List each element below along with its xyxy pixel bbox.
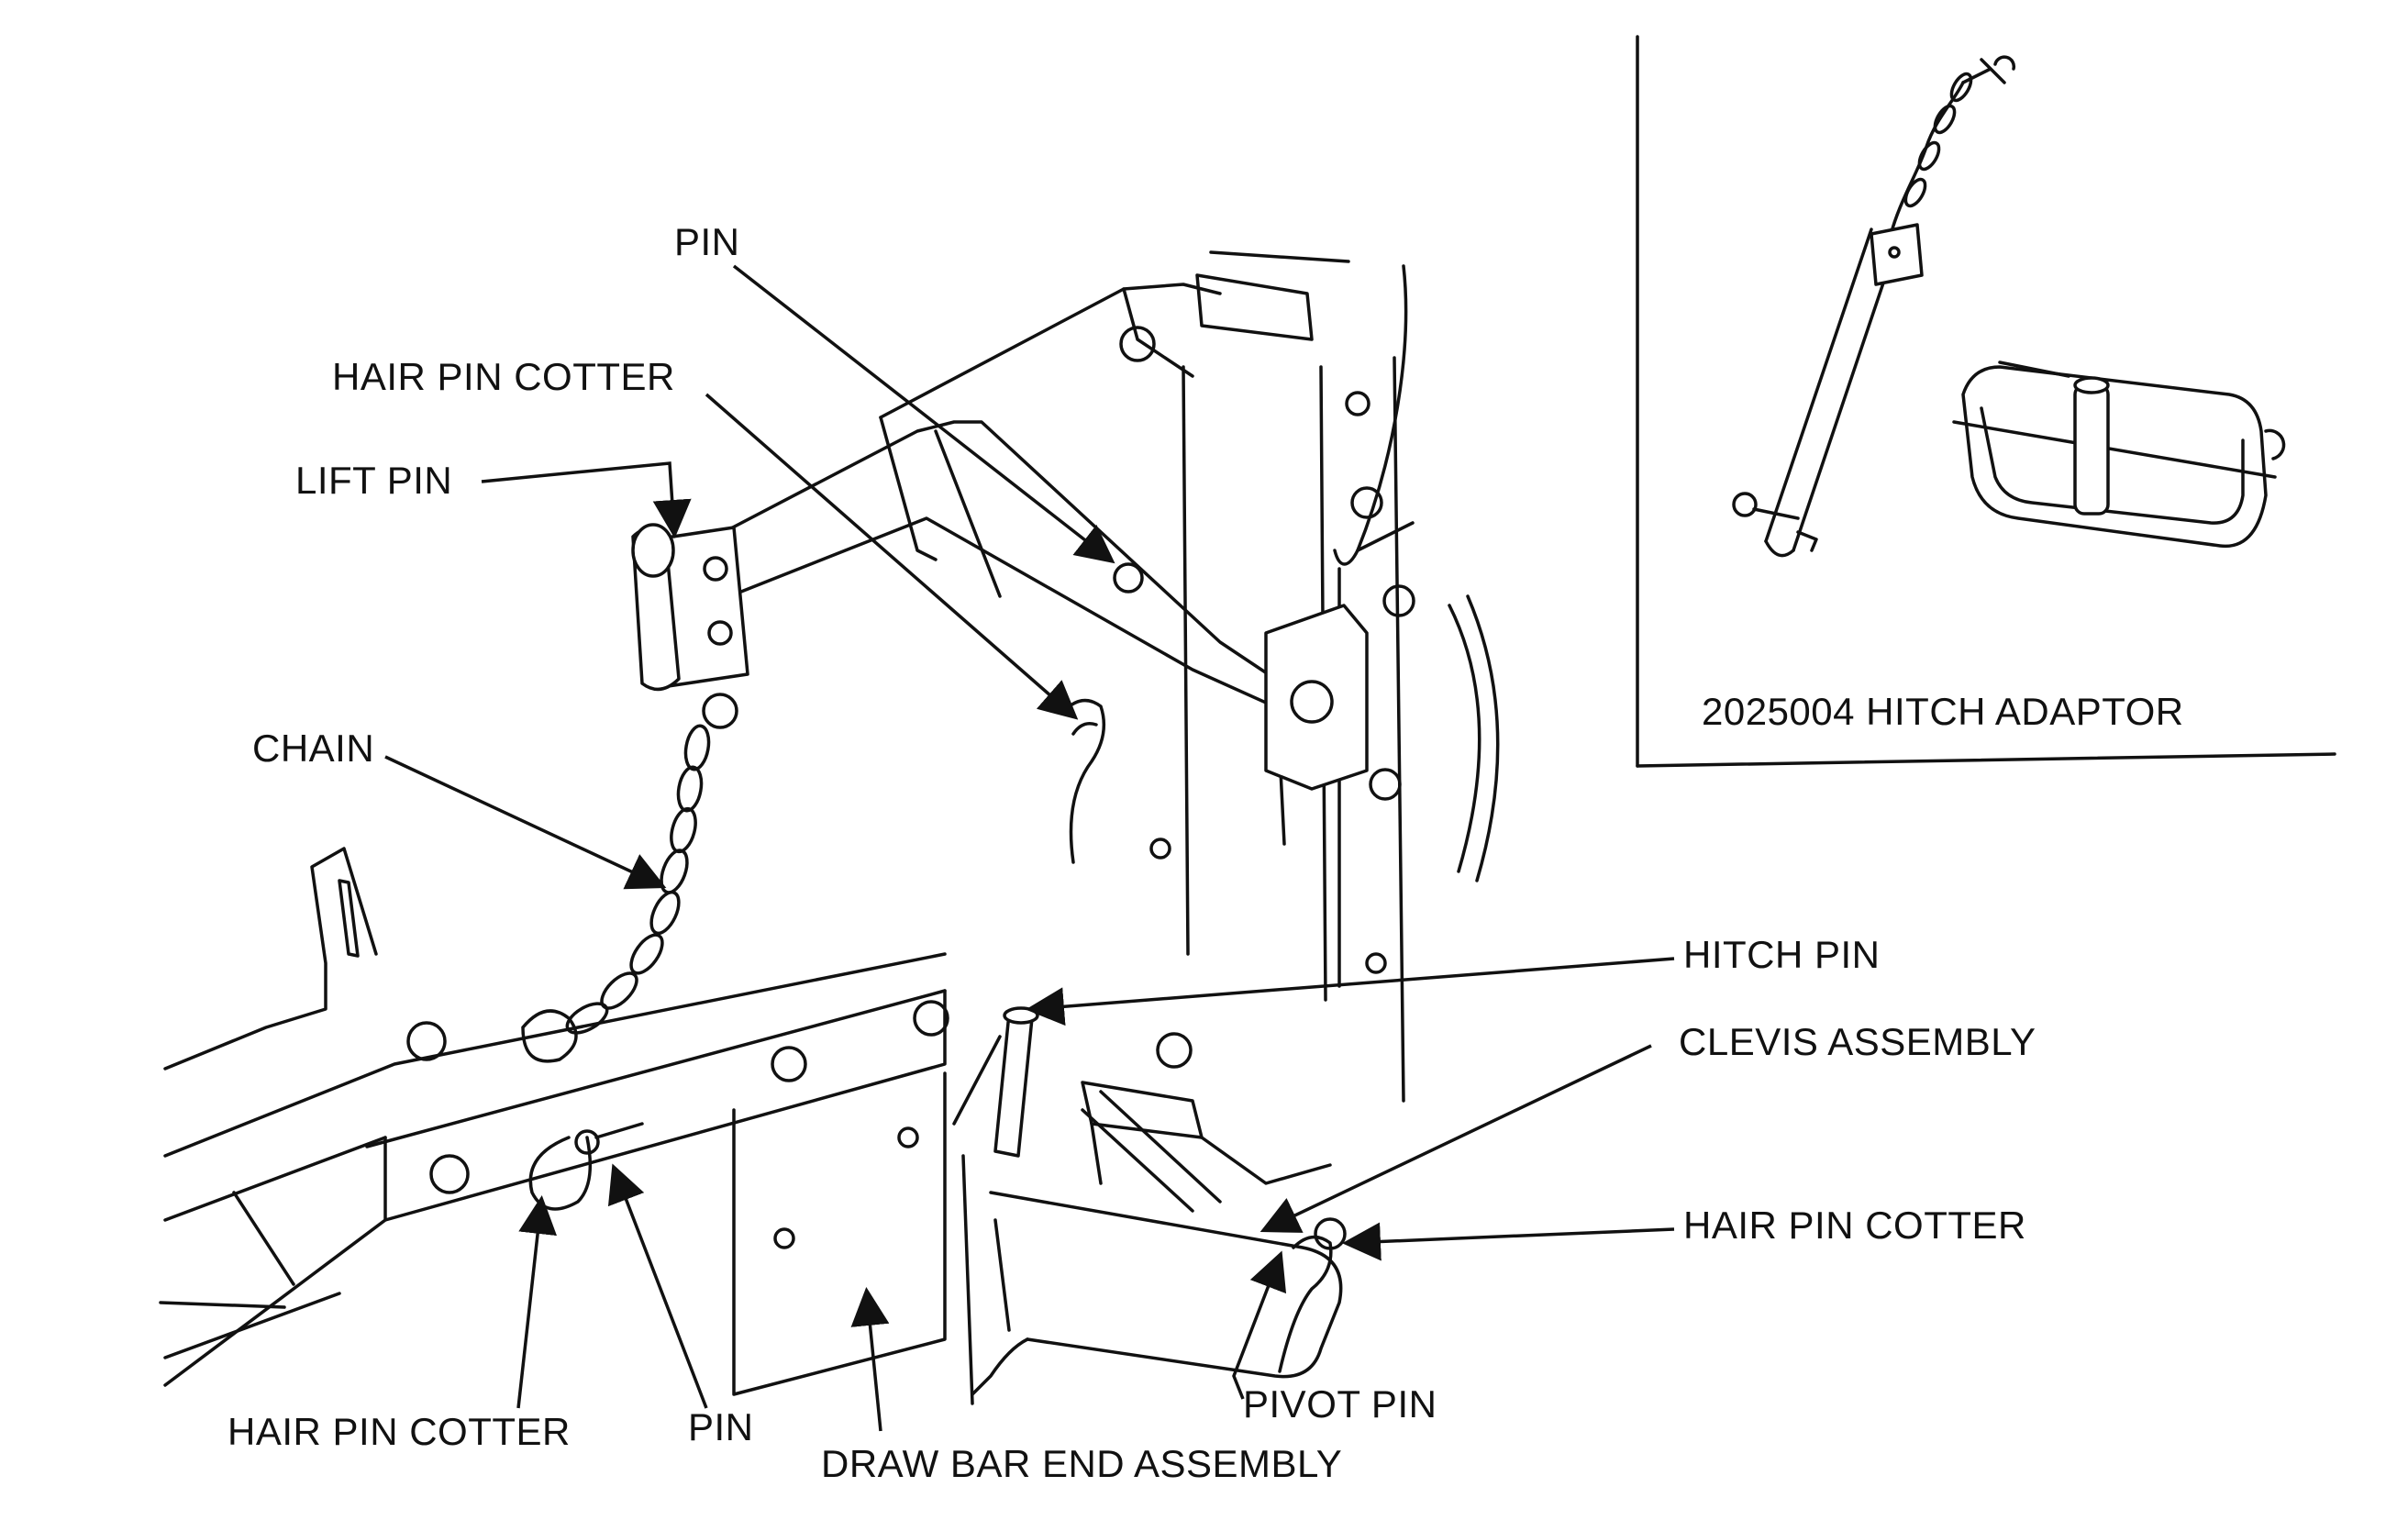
label-hair-pin-cotter-bottom: HAIR PIN COTTER [227, 1410, 571, 1453]
leader-lines [384, 264, 1675, 1432]
label-draw-bar-end-assembly: DRAW BAR END ASSEMBLY [821, 1442, 1342, 1485]
callout-labels: PIN HAIR PIN COTTER LIFT PIN CHAIN HITCH… [227, 220, 2036, 1485]
label-lift-pin: LIFT PIN [295, 459, 452, 502]
label-hair-pin-cotter-top: HAIR PIN COTTER [332, 355, 675, 398]
inset-hitch-bar-drawing [1732, 55, 2016, 558]
label-clevis-assembly: CLEVIS ASSEMBLY [1679, 1020, 2036, 1063]
label-pin-bottom: PIN [688, 1405, 754, 1448]
draw-bar-end-drawing [732, 838, 1387, 1405]
chain-drawing [521, 724, 711, 1063]
lift-arm-drawing [631, 420, 1369, 864]
draw-bar-drawing [159, 847, 1193, 1387]
inset-caption: 2025004 HITCH ADAPTOR [1702, 690, 2184, 733]
label-chain: CHAIN [252, 727, 374, 770]
label-pivot-pin: PIVOT PIN [1243, 1382, 1437, 1426]
inset-clevis-drawing [1952, 361, 2286, 549]
inset-panel [1636, 35, 2336, 768]
label-hair-pin-cotter-right: HAIR PIN COTTER [1683, 1204, 2026, 1247]
label-pin-top: PIN [674, 220, 740, 263]
label-hitch-pin: HITCH PIN [1683, 933, 1881, 976]
frame-drawing [879, 250, 1500, 1103]
